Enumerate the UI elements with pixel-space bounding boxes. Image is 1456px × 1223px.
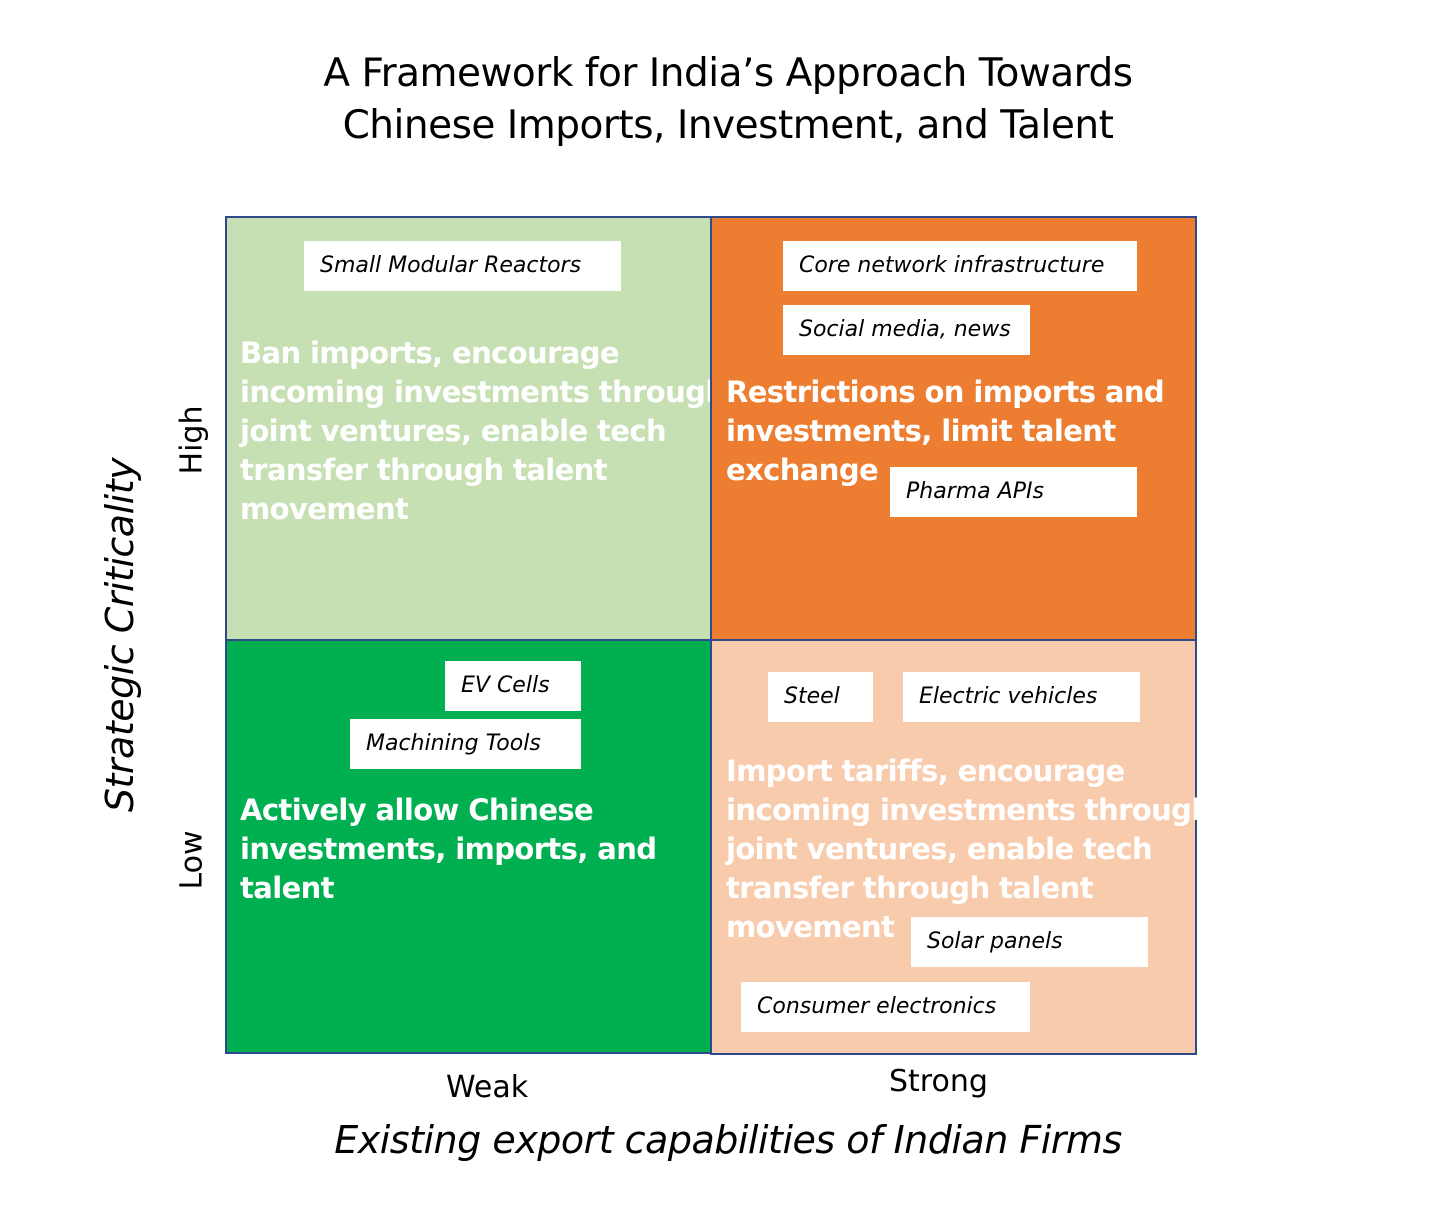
y-tick-low: Low <box>174 830 210 890</box>
policy-high-strong: Restrictions on imports and investments,… <box>726 375 1165 487</box>
tag-steel: Steel <box>768 672 873 722</box>
policy-low-strong: Import tariffs, encourage incoming inves… <box>726 754 1212 944</box>
title-line-1: A Framework for India’s Approach Towards <box>323 51 1133 96</box>
page-title: A Framework for India’s Approach Towards… <box>228 48 1228 152</box>
x-tick-strong: Strong <box>889 1064 988 1099</box>
tag-solar-panels: Solar panels <box>911 917 1148 967</box>
x-axis-label: Existing export capabilities of Indian F… <box>334 1118 1122 1162</box>
tag-core-network-infrastructure: Core network infrastructure <box>783 241 1137 291</box>
policy-high-weak: Ban imports, encourage incoming investme… <box>240 336 726 526</box>
y-axis-label: Strategic Criticality <box>98 457 142 813</box>
x-tick-weak: Weak <box>446 1070 529 1105</box>
tag-electric-vehicles: Electric vehicles <box>903 672 1140 722</box>
policy-low-weak: Actively allow Chinese investments, impo… <box>240 793 657 905</box>
tag-social-media-news: Social media, news <box>783 305 1030 355</box>
tag-small-modular-reactors: Small Modular Reactors <box>304 241 621 291</box>
tag-ev-cells: EV Cells <box>445 661 581 711</box>
tag-pharma-apis: Pharma APIs <box>890 467 1137 517</box>
title-line-2: Chinese Imports, Investment, and Talent <box>342 103 1114 148</box>
y-tick-high: High <box>174 405 210 475</box>
tag-machining-tools: Machining Tools <box>350 719 581 769</box>
tag-consumer-electronics: Consumer electronics <box>741 982 1030 1032</box>
